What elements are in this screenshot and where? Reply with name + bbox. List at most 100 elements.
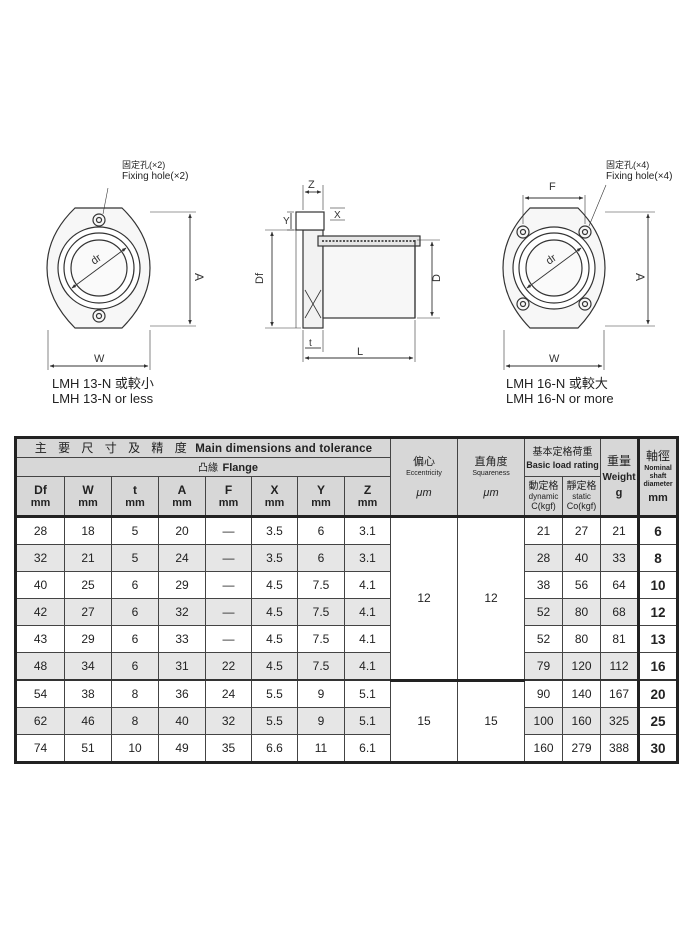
col-unit-W: mm [78,496,98,509]
weight-zh: 重量 [607,454,632,468]
cell-shaft: 30 [637,734,680,764]
shaft-en-2: shaft [649,473,667,480]
weight-en: Weight [602,472,636,483]
cell-t: 6 [111,625,159,653]
cell-C: 52 [524,598,564,626]
cell-Y: 7.5 [297,652,345,681]
static-unit: Co(kgf) [566,500,597,511]
cell-F: 22 [205,652,252,681]
cell-W: 18 [64,516,112,545]
cell-shaft: 25 [637,707,680,735]
cell-eccentricity: 15 [390,679,459,764]
cell-squareness: 15 [457,679,526,764]
drawings-svg: dr A W [46,179,655,370]
cell-t: 5 [111,544,159,572]
right-note-en: Fixing hole(×4) [606,171,673,182]
cell-W: 38 [64,679,112,708]
cell-F: 35 [205,734,252,764]
cell-Df: 62 [14,707,65,735]
cell-W: 29 [64,625,112,653]
cell-shaft: 12 [637,598,680,626]
cell-F: — [205,598,252,626]
eccentricity-unit: μm [416,486,432,499]
col-sym-F: F [224,482,233,497]
left-note-en: Fixing hole(×2) [122,171,189,182]
weight-unit: g [615,487,623,499]
shaft-unit: mm [648,492,668,504]
dynamic-zh: 動定格 [528,480,559,492]
squareness-zh: 直角度 [474,455,508,468]
cell-Co: 140 [562,679,602,708]
cell-F: — [205,571,252,599]
shaft-zh: 軸徑 [646,449,671,463]
cell-Co: 80 [562,625,602,653]
eccentricity-header: 偏心 Eccentricity μm [390,436,459,517]
cell-Z: 4.1 [343,652,392,681]
dynamic-unit: C(kgf) [531,500,556,511]
cell-t: 10 [111,734,159,764]
cell-Z: 3.1 [343,516,392,545]
cell-X: 4.5 [251,652,298,681]
side-section-view [265,185,440,362]
main-dimensions-zh: 主 要 尺 寸 及 精 度 [34,441,191,455]
cell-A: 24 [158,544,206,572]
col-unit-X: mm [264,496,285,509]
col-header-t: t mm [111,476,159,518]
cell-weight: 112 [600,652,640,681]
right-caption-zh: LMH 16-N 或較大 [506,376,608,391]
right-caption: LMH 16-N 或較大 LMH 16-N or more [506,376,614,406]
cell-weight: 81 [600,625,640,653]
cell-Co: 80 [562,598,602,626]
cell-C: 90 [524,679,564,708]
cell-F: 32 [205,707,252,735]
static-en: static [572,491,591,501]
cell-X: 3.5 [251,544,298,572]
cell-squareness: 12 [457,516,526,682]
cell-X: 3.5 [251,516,298,545]
weight-header: 重量 Weight g [600,436,640,517]
header-row-3: Df mm W mm t mm A mm F mm [14,476,678,518]
cell-C: 160 [524,734,564,764]
cell-A: 29 [158,571,206,599]
cell-Z: 5.1 [343,707,392,735]
col-unit-Y: mm [311,496,331,509]
cell-t: 5 [111,516,159,545]
side-dim-Y: Y [283,216,290,227]
cell-C: 100 [524,707,564,735]
col-sym-A: A [177,482,187,497]
main-dimensions-header: 主 要 尺 寸 及 精 度 Main dimensions and tolera… [13,436,392,458]
cell-Y: 7.5 [297,571,345,599]
load-rating-zh: 基本定格荷重 [532,446,593,458]
cell-A: 32 [158,598,206,626]
cell-t: 6 [111,652,159,681]
cell-C: 28 [524,544,564,572]
cell-weight: 21 [600,516,640,545]
cell-t: 6 [111,571,159,599]
eccentricity-en: Eccentricity [406,469,442,477]
cell-F: — [205,544,252,572]
flange-spacer-right [297,457,392,477]
cell-Co: 120 [562,652,602,681]
cell-A: 33 [158,625,206,653]
cell-X: 4.5 [251,625,298,653]
cell-Y: 7.5 [297,625,345,653]
cell-t: 8 [111,679,159,708]
cell-A: 36 [158,679,206,708]
right-caption-en: LMH 16-N or more [506,391,614,406]
dynamic-en: dynamic [528,491,559,501]
cell-Df: 54 [14,679,65,708]
cell-F: 24 [205,679,252,708]
col-sym-t: t [133,482,137,497]
cell-t: 8 [111,707,159,735]
cell-Y: 9 [297,679,345,708]
cell-Y: 6 [297,544,345,572]
cell-shaft: 6 [637,516,680,545]
left-flange-view [46,187,196,370]
